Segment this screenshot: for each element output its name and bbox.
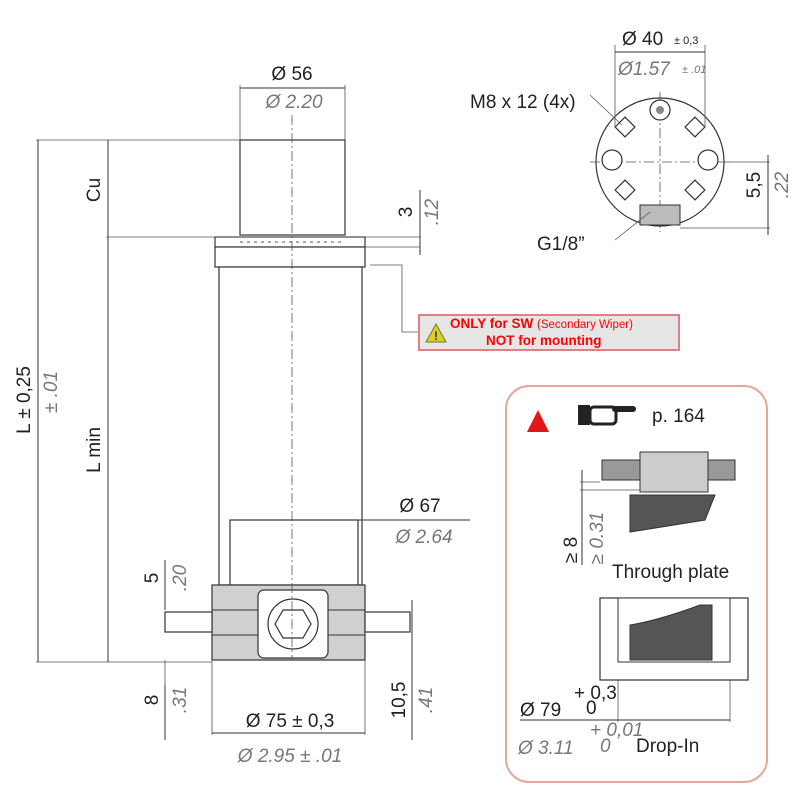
- base-diameter-mm: Ø 75 ± 0,3: [246, 711, 335, 732]
- depth-mm: ≥ 8: [561, 537, 582, 563]
- base-mm: 8: [142, 695, 163, 706]
- length-mm: L ± 0,25: [14, 366, 35, 434]
- page-reference: p. 164: [652, 406, 705, 427]
- warning-note: (Secondary Wiper): [537, 319, 633, 331]
- bolt-circle-in: Ø1.57: [617, 59, 671, 80]
- bore-mm: Ø 79: [520, 700, 561, 721]
- bolt-circle-mm: Ø 40: [622, 29, 663, 50]
- cap-diameter-mm: Ø 56: [271, 64, 312, 85]
- side-rod: [164, 611, 213, 633]
- depth-in: ≥ 0.31: [587, 512, 608, 565]
- rod-mm: 5: [142, 573, 163, 584]
- cap-diameter-in: Ø 2.20: [264, 92, 322, 113]
- base-diameter-in: Ø 2.95 ± .01: [237, 746, 342, 767]
- body-diameter-mm: Ø 67: [399, 496, 440, 517]
- cu-label: Cu: [84, 178, 105, 202]
- length-in: ± .01: [41, 371, 62, 413]
- bolt-circle-in-tol: ± .01: [682, 64, 706, 76]
- dimension-lines: [36, 85, 470, 740]
- base-in: .31: [170, 687, 191, 713]
- hex-socket-icon: [274, 609, 312, 639]
- offset-mm: 5,5: [744, 172, 765, 198]
- mounting-illustrations: p. 164 ≥ 8 ≥ 0.31 Through plate Ø 79 + 0…: [517, 405, 749, 759]
- bore-in: Ø 3.11: [517, 738, 574, 759]
- lower-section: [229, 519, 359, 586]
- warning-triangle-icon: [527, 410, 549, 432]
- port-label: G1/8”: [537, 234, 585, 255]
- bolt-circle-mm-tol: ± 0,3: [674, 35, 698, 47]
- top-view: Ø 40 ± 0,3 Ø1.57 ± .01 M8 x 12 (4x) G1/8…: [470, 29, 793, 255]
- bore-in-tol-lower: 0: [600, 736, 611, 757]
- svg-text:!: !: [434, 329, 438, 343]
- wiper-ring: [214, 246, 366, 268]
- bore-mm-tol-lower: 0: [586, 698, 597, 719]
- warning-line1: ONLY for SW: [450, 316, 534, 331]
- flange-in: .12: [422, 198, 443, 225]
- pointing-hand-icon: [578, 405, 636, 426]
- rod-in: .20: [170, 564, 191, 591]
- bore-in-tol-upper: + 0,01: [590, 720, 643, 741]
- cap: [239, 139, 346, 236]
- drop-in-label: Drop-In: [636, 736, 699, 757]
- through-plate-label: Through plate: [612, 562, 729, 583]
- length-min: L min: [84, 427, 105, 473]
- offset-in: .22: [772, 171, 793, 198]
- thread-label: M8 x 12 (4x): [470, 92, 576, 113]
- flange-mm: 3: [396, 207, 417, 218]
- mounting-panel: [505, 385, 768, 783]
- warning-line2: NOT for mounting: [486, 333, 602, 348]
- cylinder-side-view: [164, 115, 411, 661]
- bore-mm-tol-upper: + 0,3: [574, 683, 617, 704]
- base-right-mm: 10,5: [389, 682, 410, 719]
- wiper-warning-callout: ! ONLY for SW (Secondary Wiper) NOT for …: [418, 314, 680, 351]
- body-diameter-in: Ø 2.64: [394, 527, 452, 548]
- dimension-labels: Ø 56 Ø 2.20 Cu 3 .12 L ± 0,25 ± .01 L mi…: [14, 64, 453, 767]
- base-right-in: .41: [416, 687, 437, 713]
- caution-icon: !: [425, 323, 447, 343]
